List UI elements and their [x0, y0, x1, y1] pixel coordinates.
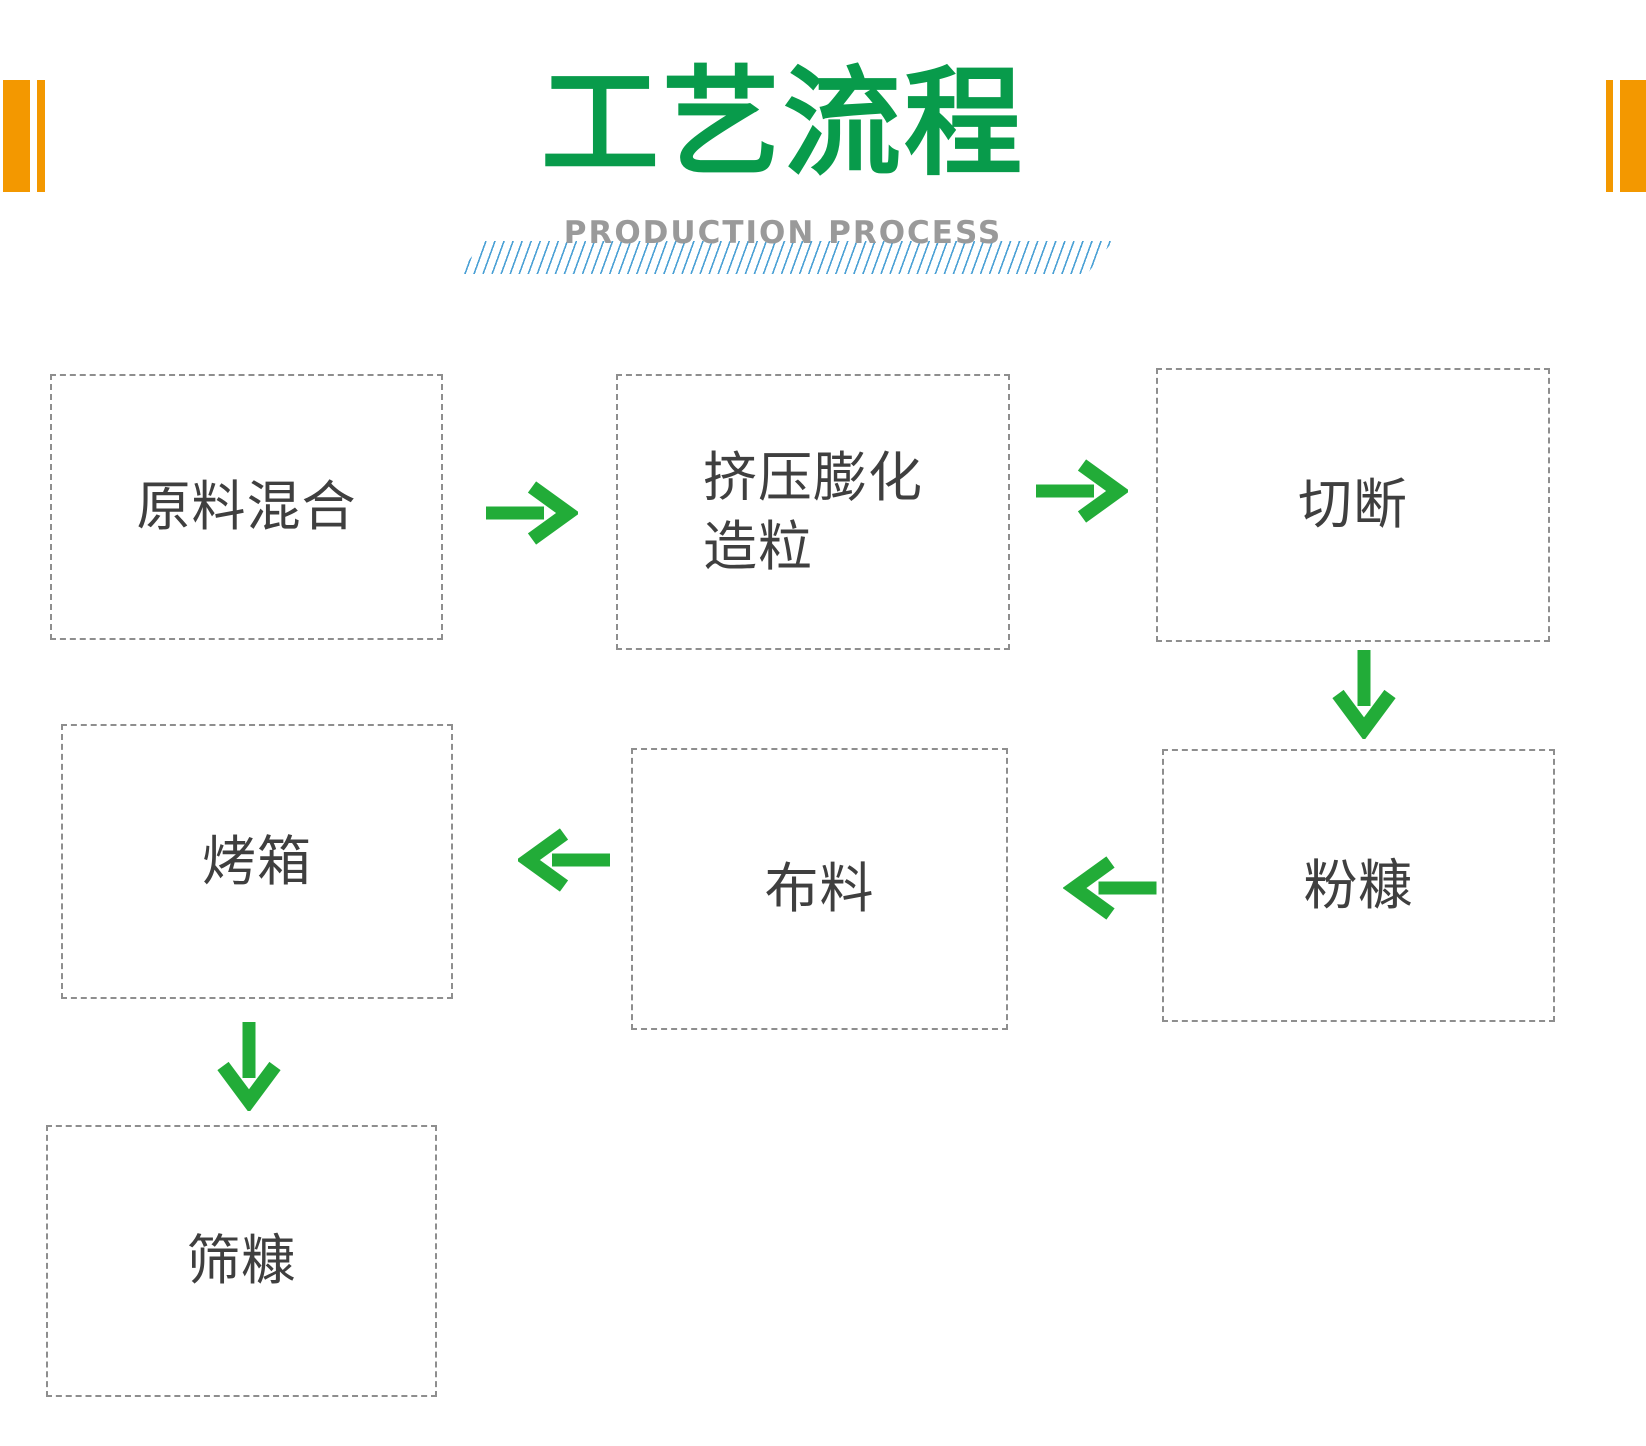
flow-step-sieve: 筛糠: [46, 1125, 437, 1397]
arrow-right-extrude-to-cut-icon: [1036, 458, 1128, 524]
arrow-down-oven-to-sieve-icon: [216, 1022, 282, 1111]
arrow-right-mix-to-extrude-icon: [486, 480, 578, 546]
flow-step-extrude: 挤压膨化 造粒: [616, 374, 1010, 650]
orange-accent-bar-left-wide: [3, 80, 30, 192]
flow-step-mix: 原料混合: [50, 374, 443, 640]
flow-step-bran-label: 粉糠: [1303, 853, 1414, 917]
flow-step-oven: 烤箱: [61, 724, 453, 999]
orange-accent-bar-right-wide: [1620, 80, 1646, 192]
flow-step-mix-label: 原料混合: [136, 475, 357, 539]
flow-step-extrude-label: 挤压膨化 造粒: [703, 445, 923, 578]
flow-step-spread: 布料: [631, 748, 1008, 1030]
page-subtitle: PRODUCTION PROCESS: [563, 215, 1003, 251]
hatch-stripe-band: [458, 241, 1113, 274]
orange-accent-bar-left-thin: [37, 80, 45, 192]
arrow-left-spread-to-oven-icon: [518, 827, 610, 893]
flow-step-spread-label: 布料: [764, 857, 875, 921]
flow-step-cut-label: 切断: [1298, 473, 1408, 537]
flow-step-oven-label: 烤箱: [202, 829, 312, 893]
flow-step-bran: 粉糠: [1162, 749, 1555, 1022]
flow-step-sieve-label: 筛糠: [186, 1229, 297, 1293]
arrow-left-bran-to-spread-icon: [1063, 855, 1158, 921]
flow-step-cut: 切断: [1156, 368, 1550, 642]
orange-accent-bar-right-thin: [1606, 80, 1613, 192]
arrow-down-cut-to-bran-icon: [1331, 650, 1397, 739]
page-title: 工艺流程: [540, 54, 1025, 192]
